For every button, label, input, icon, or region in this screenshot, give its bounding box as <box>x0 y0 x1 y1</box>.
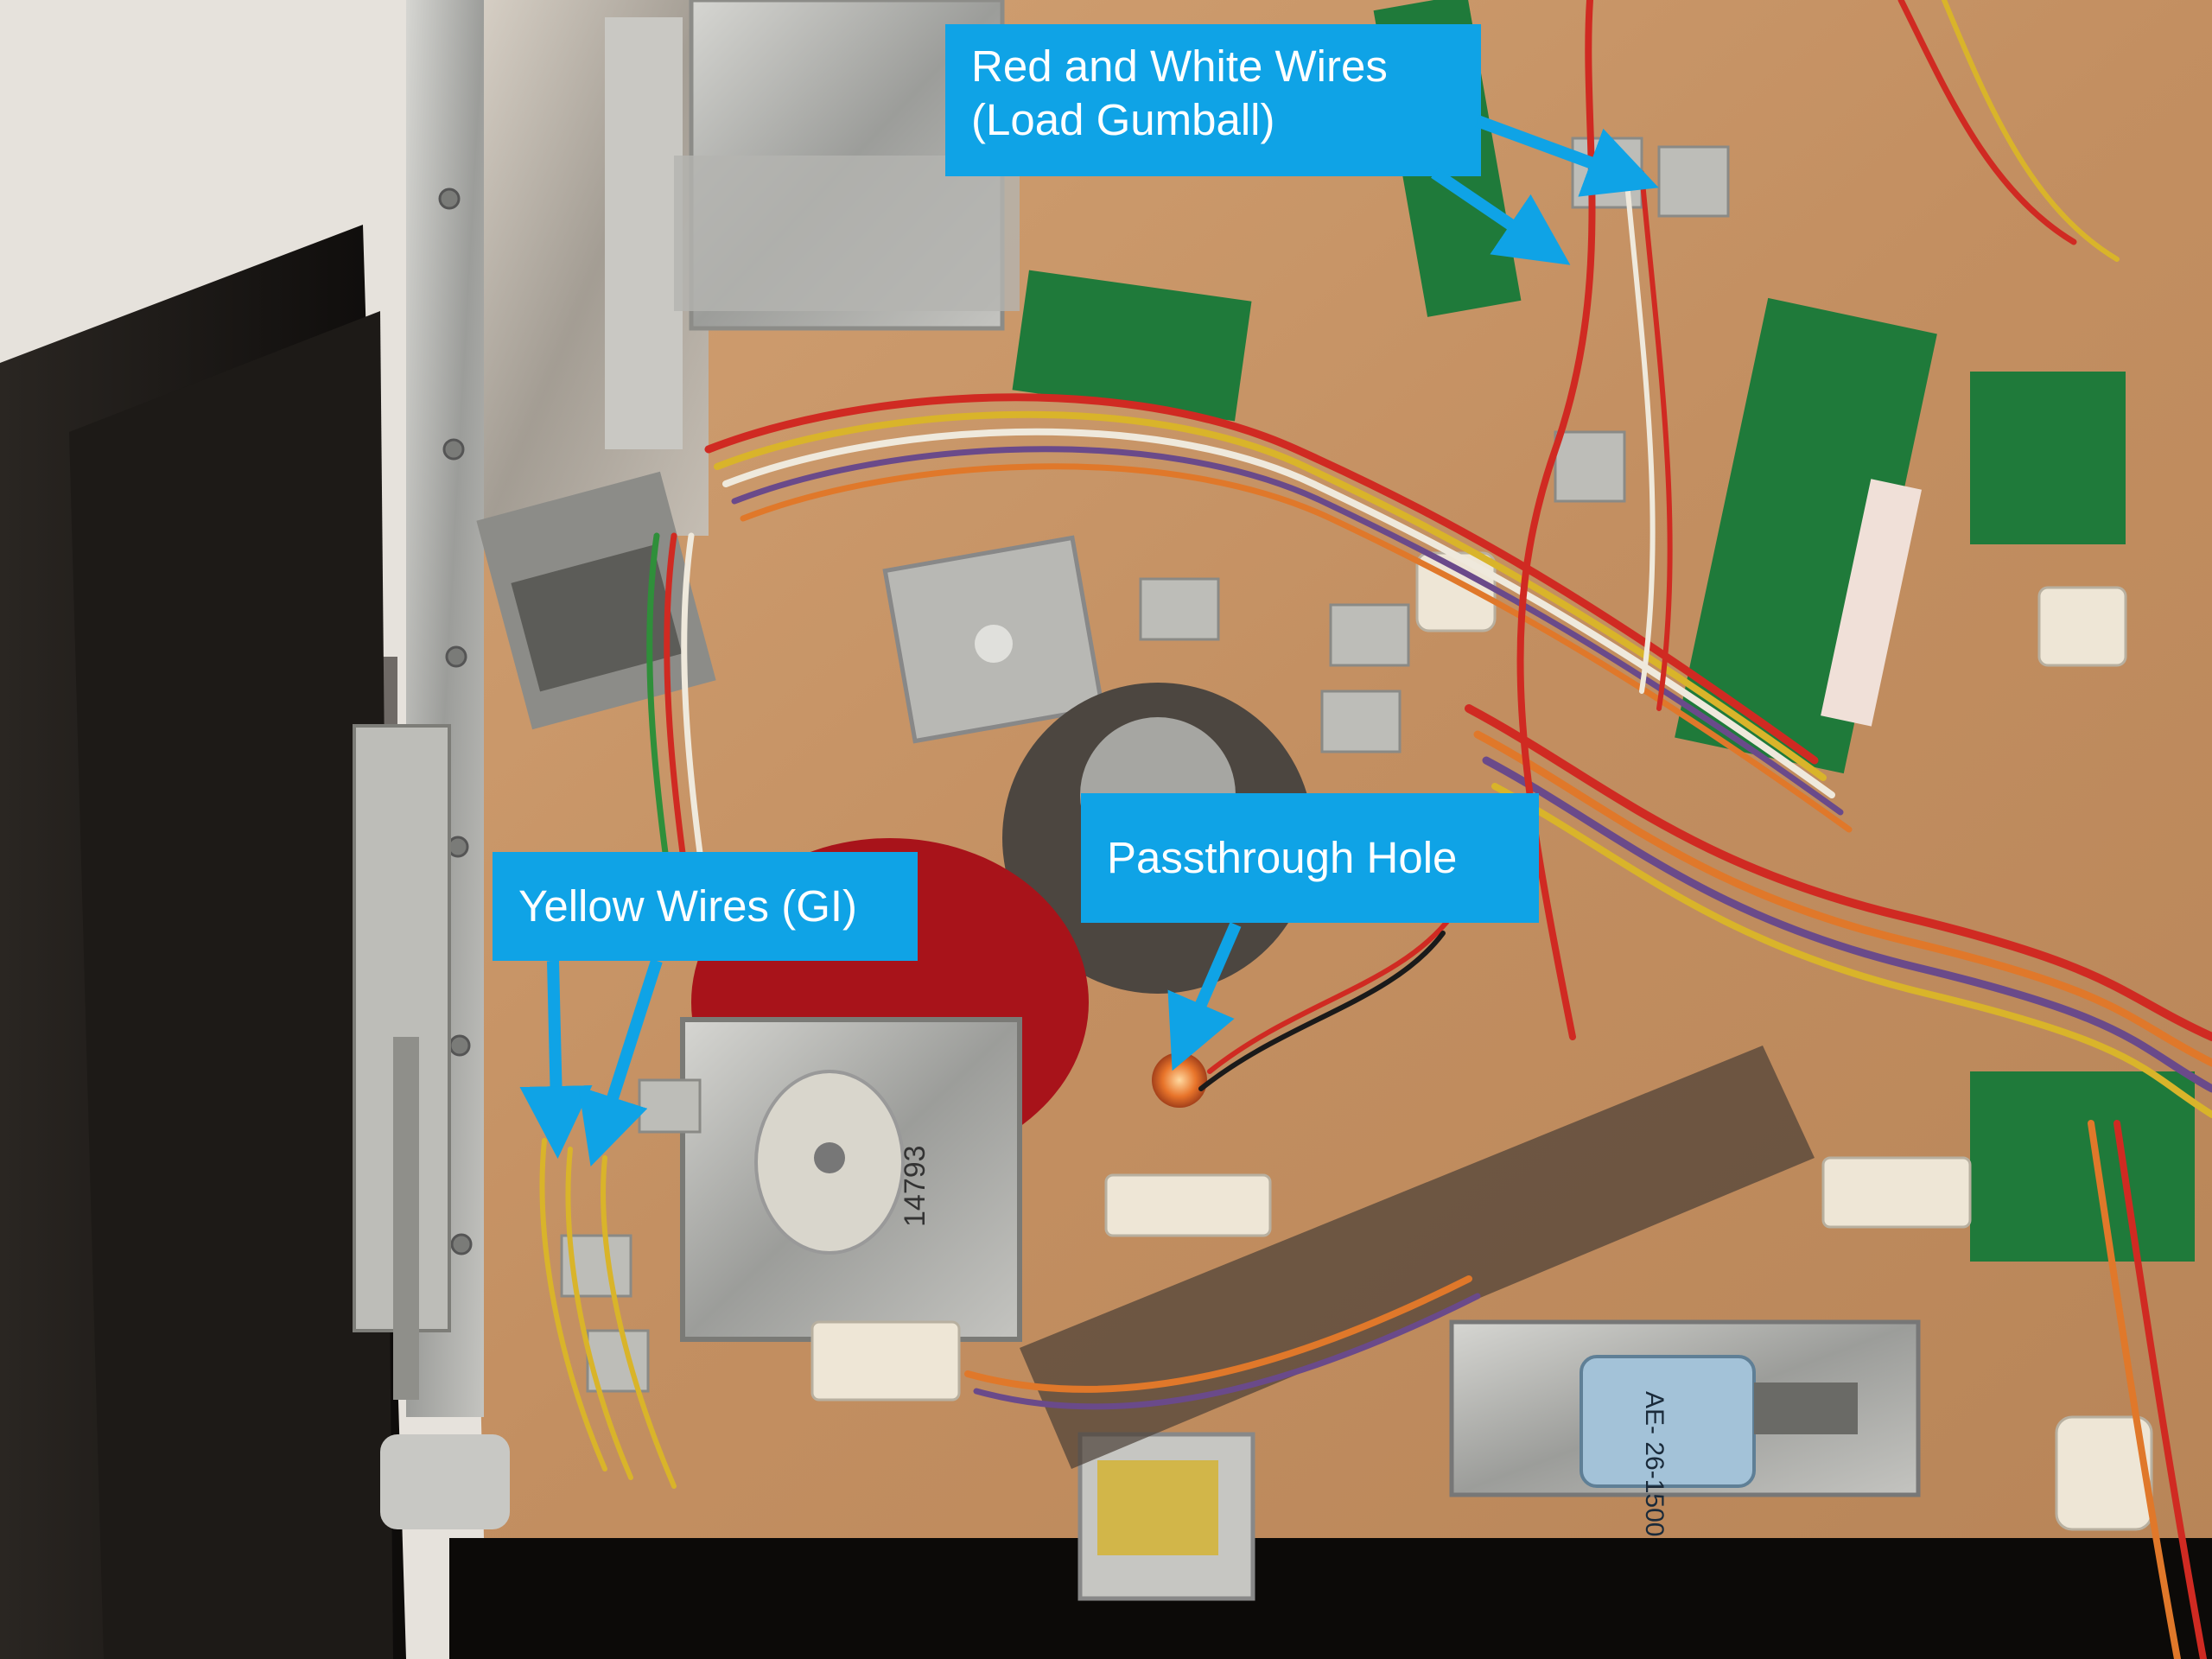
relay-spring <box>1754 1382 1858 1434</box>
pcb-top-left <box>1012 270 1252 422</box>
callout-gi-label: Yellow Wires (GI) <box>518 881 858 931</box>
ramp-inner <box>605 17 683 449</box>
callout-load-gumball-line1: Red and White Wires <box>971 41 1388 91</box>
callout-passthrough-label: Passthrough Hole <box>1107 833 1458 882</box>
callout-load-gumball: Red and White Wires (Load Gumball) <box>945 24 1481 176</box>
arrow-gi-left <box>519 960 593 1159</box>
cabinet-rail <box>69 311 393 1659</box>
relay-coil-label: AE- 26-1500 <box>1640 1391 1669 1536</box>
motor-shaft <box>814 1142 845 1173</box>
callout-load-gumball-box <box>945 24 1481 176</box>
arrow-load-gumball-left <box>1431 168 1571 265</box>
arrow-passthrough <box>1167 922 1242 1071</box>
arrow-gi-right <box>578 958 663 1166</box>
callout-gi-box <box>493 852 918 961</box>
playfield-bottom-edge <box>449 1538 2212 1659</box>
pcb-bottom-right <box>1970 1071 2195 1262</box>
left-coil <box>511 544 683 692</box>
pcb-right-small <box>1970 372 2126 544</box>
clear-ramp <box>1020 1046 1815 1469</box>
motor-part-number: 14793 <box>899 1145 931 1227</box>
bottom-coil-yellow <box>1097 1460 1218 1555</box>
passthrough-hole <box>1152 1052 1207 1108</box>
white-connectors <box>810 551 2153 1531</box>
top-metal-box-bracket <box>674 156 1020 311</box>
pcb-right-connector-pins <box>1821 479 1923 727</box>
rail-screws <box>438 188 473 1255</box>
callout-passthrough-hole: Passthrough Hole <box>1081 793 1539 923</box>
callout-arrows <box>519 115 1659 1166</box>
center-coil-plunger <box>975 625 1013 663</box>
callout-yellow-wires-gi: Yellow Wires (GI) <box>493 852 918 961</box>
spring <box>393 1037 419 1400</box>
bottom-left-bolt <box>380 1434 510 1529</box>
callout-load-gumball-line2: (Load Gumball) <box>971 95 1275 144</box>
arrow-load-gumball-right <box>1475 115 1659 197</box>
callout-passthrough-box <box>1081 793 1539 923</box>
pcb-right-connector <box>1675 297 1937 774</box>
